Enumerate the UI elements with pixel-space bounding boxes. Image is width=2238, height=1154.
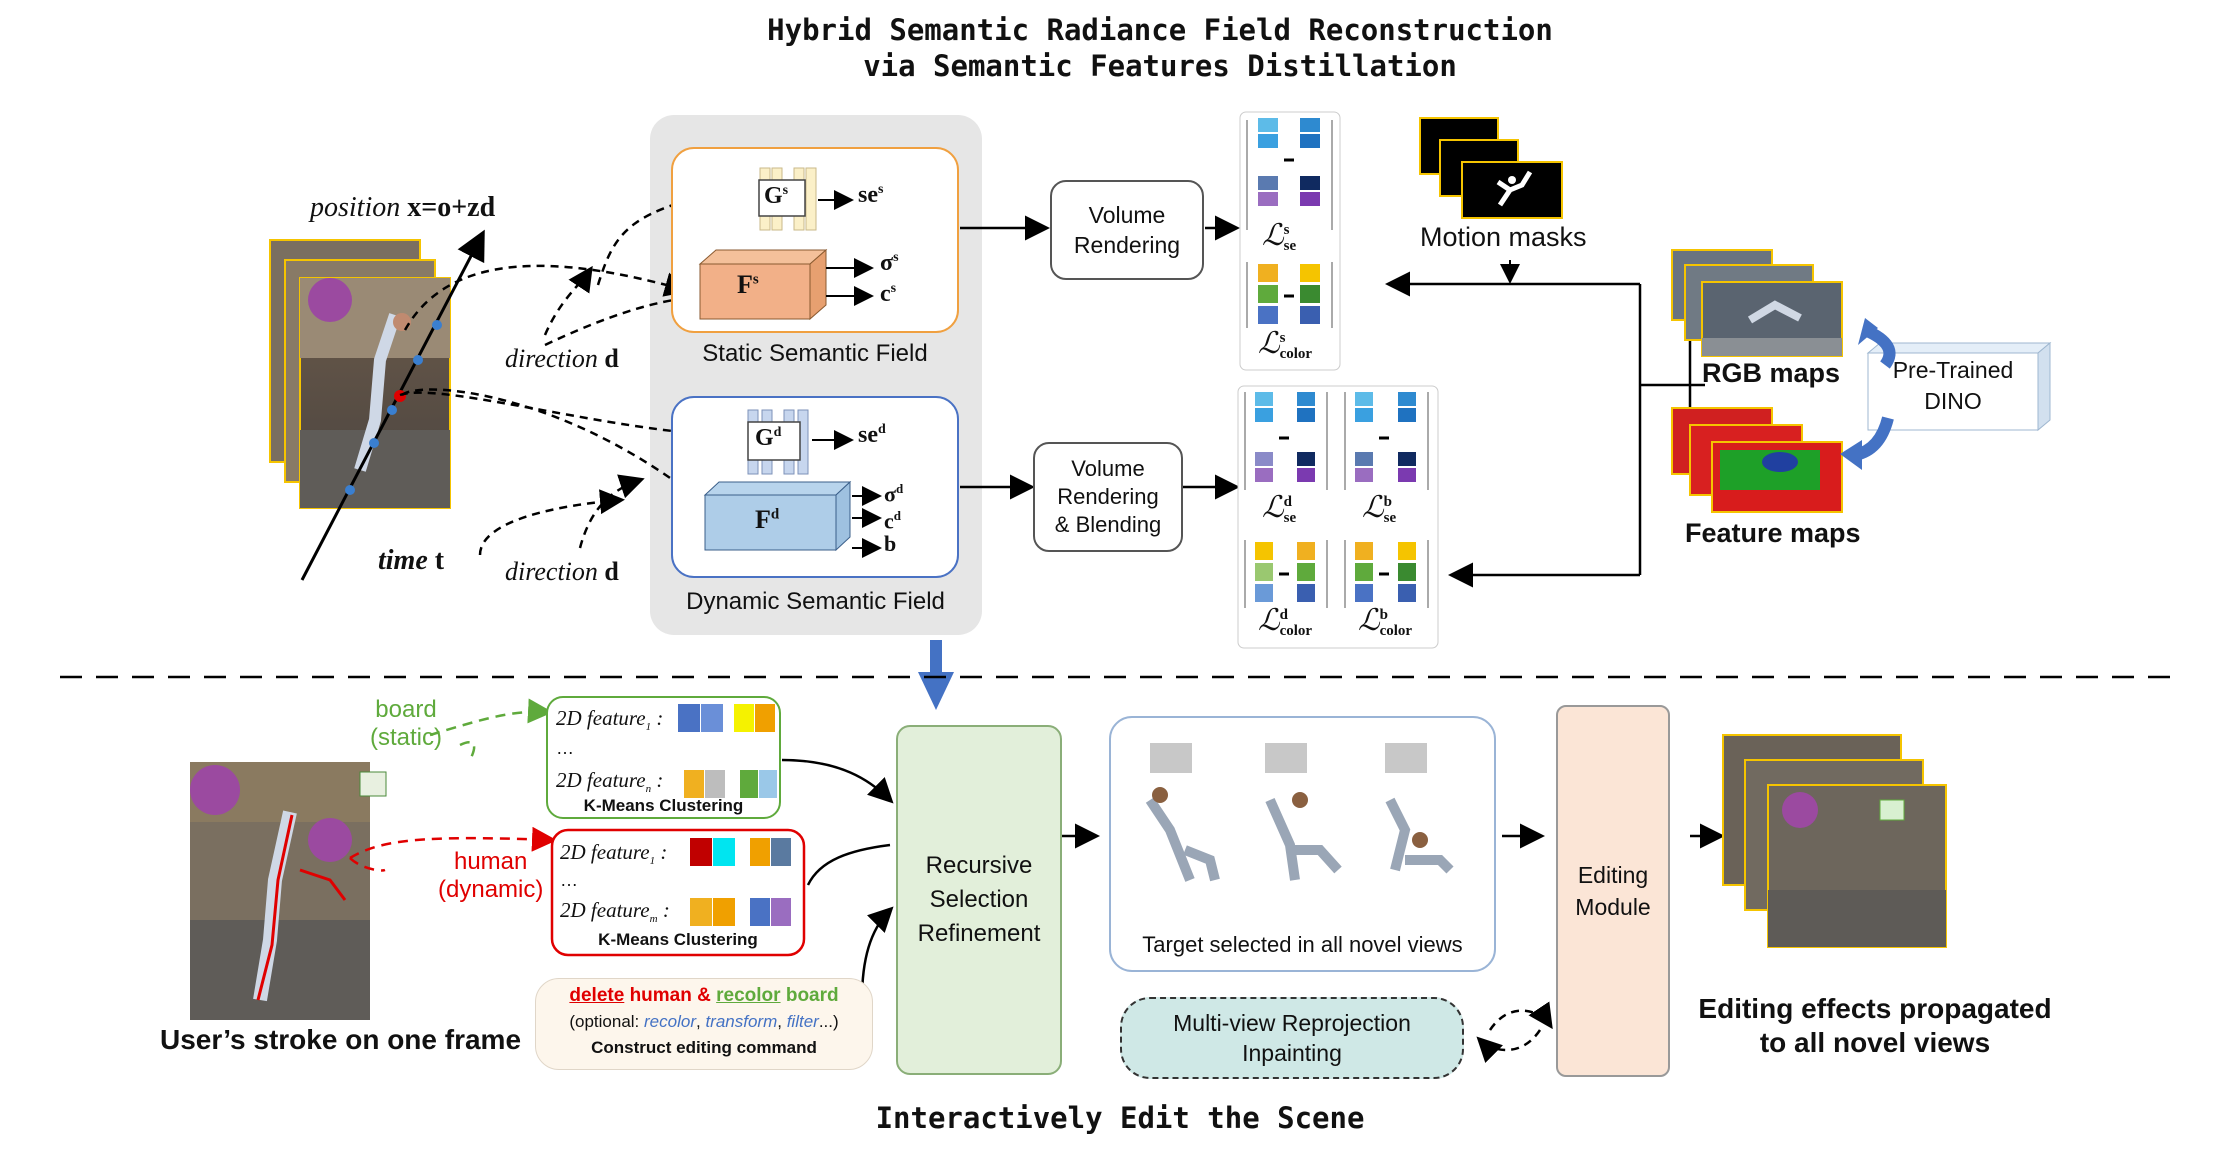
static-loss-swatches <box>1246 118 1333 328</box>
time-label: time t <box>378 545 445 576</box>
target-box <box>1109 716 1496 972</box>
kmeans-static-feature-n: 2D featuren : <box>556 768 664 796</box>
kmeans-dynamic-feature-1: 2D feature1 : <box>560 840 668 868</box>
top-title: Hybrid Semantic Radiance Field Reconstru… <box>720 12 1600 84</box>
dynamic-field-label: Dynamic Semantic Field <box>686 588 945 615</box>
F-static-label: Fs <box>737 270 759 299</box>
cmd-human: human & <box>624 985 717 1006</box>
stroke-caption: User’s stroke on one frame <box>160 1024 522 1055</box>
direction-label-bottom: direction d <box>505 557 619 586</box>
feature-maps-label: Feature maps <box>1685 518 1861 548</box>
dynamic-loss-swatches <box>1244 392 1429 608</box>
position-formula: x=o+zd <box>407 192 496 223</box>
kmeans-static-label: K-Means Clustering <box>583 796 744 815</box>
human-dynamic-label: human(dynamic) <box>438 848 544 903</box>
rgb-maps-images <box>1671 249 1843 357</box>
kmeans-dynamic-label: K-Means Clustering <box>598 930 758 949</box>
stroke-frame-image <box>190 762 387 1020</box>
F-dynamic-label: Fd <box>755 505 780 534</box>
feature-maps-images <box>1671 407 1843 513</box>
se-dynamic-output: sed <box>858 422 886 448</box>
motion-masks-images <box>1419 117 1563 219</box>
edited-output-images <box>1722 734 1947 948</box>
G-dynamic-label: Gd <box>755 425 782 451</box>
command-box: delete human & recolor board (optional: … <box>535 978 873 1070</box>
c-static-output: cs <box>880 281 897 307</box>
motion-masks-label: Motion masks <box>1420 222 1587 252</box>
direction-label-top: direction d <box>505 344 619 373</box>
cmd-label: Construct editing command <box>591 1038 817 1057</box>
position-label: position x=o+zd <box>310 192 496 223</box>
dynamic-loss-card <box>1237 385 1439 649</box>
board-static-label: board(static) <box>370 696 442 751</box>
kmeans-static-dots: … <box>556 738 574 758</box>
kmeans-dynamic-box <box>550 828 806 957</box>
target-caption: Target selected in all novel views <box>1142 932 1463 957</box>
cmd-board: board <box>780 985 839 1006</box>
static-field-label: Static Semantic Field <box>702 340 928 367</box>
input-frames <box>269 239 451 509</box>
cmd-recolor: recolor <box>716 985 781 1006</box>
bottom-title: Interactively Edit the Scene <box>875 1101 1365 1135</box>
G-static-label: Gs <box>764 183 789 209</box>
dino-box-shape <box>1866 341 2052 432</box>
top-title-line2: via Semantic Features Distillation <box>863 49 1457 83</box>
cmd-delete: delete <box>569 985 625 1006</box>
sigma-static-output: σs <box>880 250 899 276</box>
kmeans-dynamic-dots: … <box>560 870 578 890</box>
target-figures <box>1145 743 1454 882</box>
top-title-line1: Hybrid Semantic Radiance Field Reconstru… <box>767 13 1553 47</box>
down-arrow <box>918 672 954 710</box>
kmeans-static-feature-1: 2D feature1 : <box>556 706 664 734</box>
se-static-output: ses <box>858 182 884 208</box>
dynamic-outputs: σd cd b <box>884 481 904 556</box>
rgb-maps-label: RGB maps <box>1702 358 1841 388</box>
kmeans-dynamic-feature-m: 2D featurem : <box>560 898 670 926</box>
